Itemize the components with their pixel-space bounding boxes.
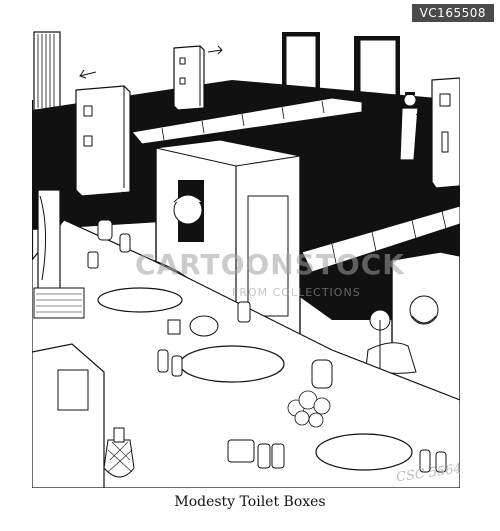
nurse-figure	[399, 92, 431, 183]
watermark-sub: FROM COLLECTIONS	[232, 286, 361, 299]
overhead-pipe	[131, 97, 460, 273]
walking-box-left	[75, 69, 131, 203]
walking-box-right	[431, 77, 460, 189]
left-cabinet	[32, 343, 105, 488]
steam-puffs	[287, 390, 331, 428]
decanter	[103, 427, 135, 478]
watermark-main: CARTOONSTOCK	[135, 248, 405, 281]
cartoon-caption: Modesty Toilet Boxes	[174, 494, 326, 510]
mirror-stand	[33, 189, 85, 319]
toiletry-bottles	[87, 219, 447, 473]
cartoon-illustration	[32, 20, 460, 488]
wash-basins	[97, 287, 413, 471]
walking-box-center	[173, 45, 223, 111]
stock-id-badge: VC165508	[411, 4, 494, 22]
back-left-door	[33, 31, 61, 111]
